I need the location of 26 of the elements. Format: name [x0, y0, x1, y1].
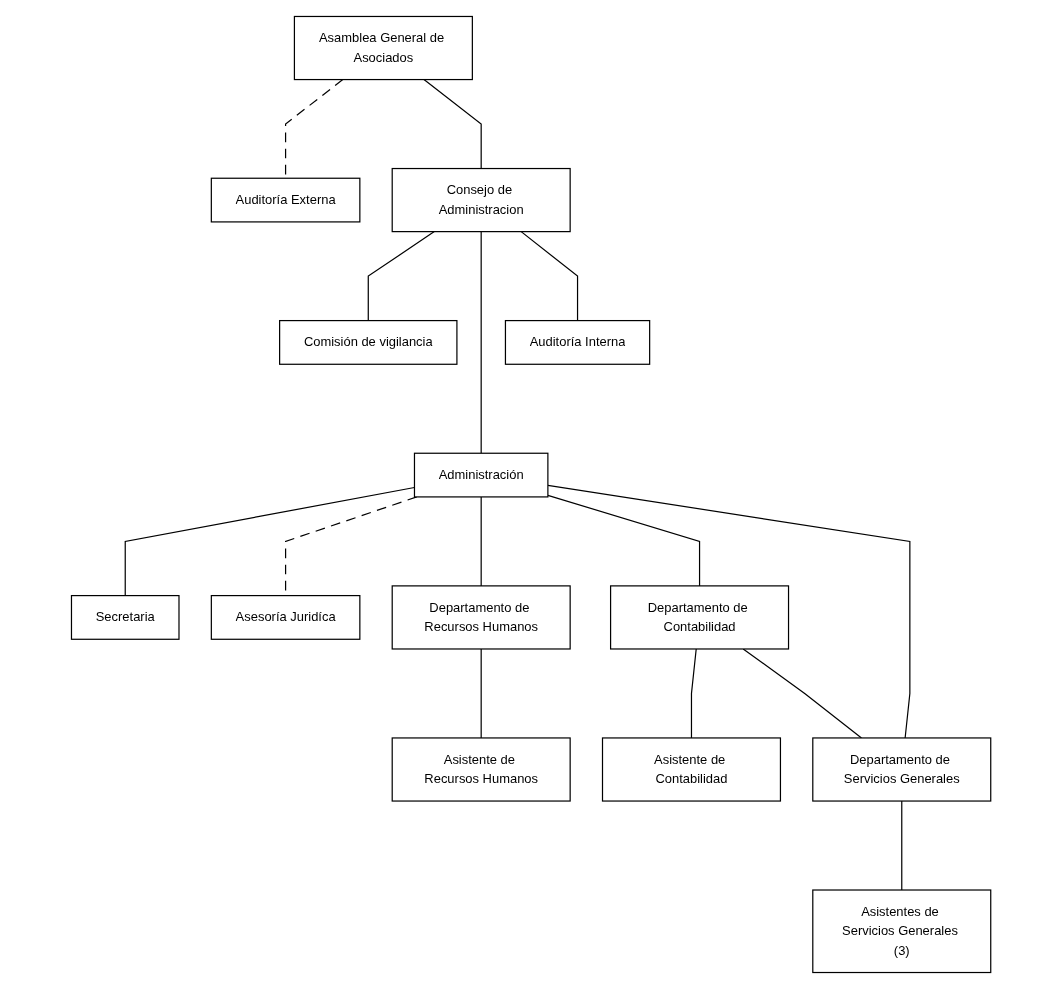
connector — [547, 494, 701, 587]
connector — [691, 648, 698, 739]
node-box: Asesoría Juridíca — [211, 595, 361, 640]
connector — [520, 231, 579, 322]
node-box: Secretaria — [71, 595, 180, 640]
connector — [423, 78, 483, 170]
connector — [480, 231, 483, 454]
node-box: Administración — [414, 452, 549, 498]
node-box: Departamento de Contabilidad — [610, 585, 790, 650]
node-box: Auditoría Externa — [211, 177, 361, 223]
connector — [901, 800, 903, 891]
node-box: Comisión de vigilancia — [279, 320, 458, 365]
connector — [368, 231, 436, 322]
node-box: Asistente de Recursos Humanos — [392, 737, 572, 802]
node-box: Departamento de Servicios Generales — [812, 737, 992, 802]
node-box: Auditoría Interna — [505, 320, 651, 365]
node-box: Asistentes de Servicios Generales (3) — [812, 889, 992, 974]
connector — [125, 486, 416, 597]
node-box: Asistente de Contabilidad — [602, 737, 782, 802]
connector — [480, 496, 483, 587]
node-box: Consejo de Administracion — [392, 167, 572, 233]
connector — [742, 648, 863, 739]
connector — [547, 484, 911, 739]
node-box: Asamblea General de Asociados — [294, 15, 474, 81]
connector — [480, 648, 483, 739]
node-box: Departamento de Recursos Humanos — [392, 585, 572, 650]
